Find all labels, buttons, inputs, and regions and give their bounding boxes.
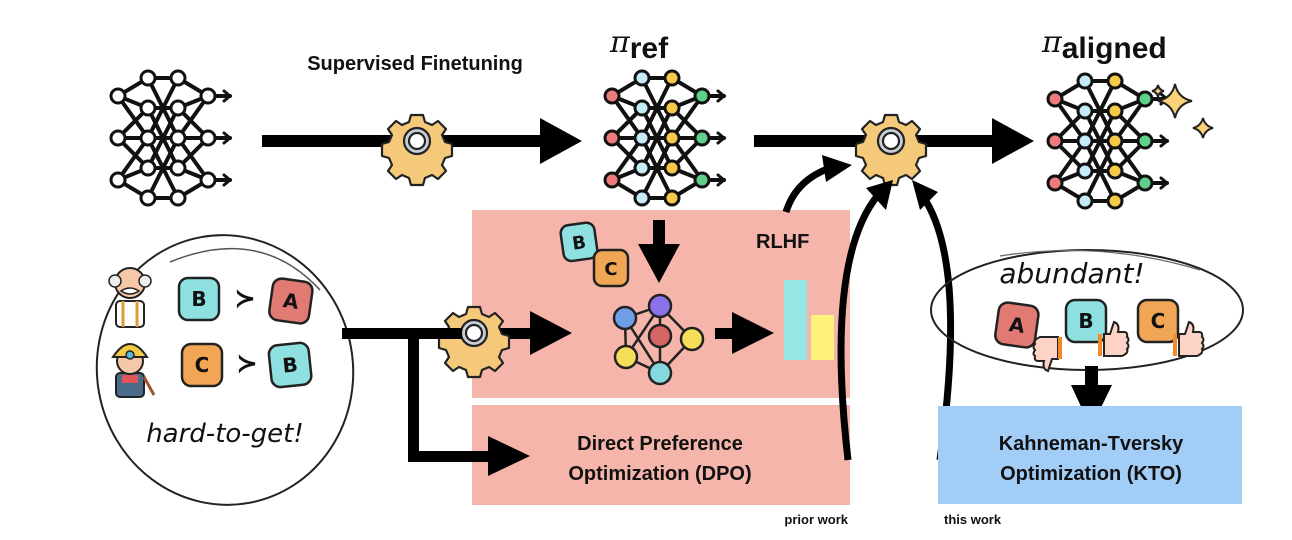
dpo-label-line1: Direct Preference bbox=[577, 433, 743, 455]
aligned-model-network-icon bbox=[1046, 72, 1169, 210]
base-model-network-icon bbox=[109, 69, 232, 207]
feedback-item-b: B bbox=[1064, 298, 1130, 357]
this-work-label: this work bbox=[944, 512, 1002, 527]
preference-data-connector bbox=[342, 328, 530, 476]
sft-label: Supervised Finetuning bbox=[307, 53, 523, 75]
preference-gear-icon bbox=[437, 305, 511, 379]
sft-gear-icon bbox=[380, 113, 454, 187]
tile-label: C bbox=[195, 353, 210, 377]
preference-operator: ≻ bbox=[234, 284, 256, 314]
pi-symbol: π bbox=[609, 25, 631, 60]
preference-row-2: C ≻ B bbox=[180, 341, 313, 389]
feedback-item-a: A bbox=[994, 301, 1062, 373]
miner-annotator-icon bbox=[111, 343, 156, 398]
tile-label: B bbox=[191, 287, 206, 311]
ref-down-arrow bbox=[638, 220, 680, 283]
reference-model-network-icon bbox=[603, 69, 726, 207]
abundant-label: abundant! bbox=[999, 257, 1144, 290]
alignment-gear-icon bbox=[854, 113, 928, 187]
sparkles-icon bbox=[1151, 83, 1214, 139]
old-man-annotator-icon bbox=[108, 267, 152, 328]
rlhf-pair-tiles: B C bbox=[559, 221, 630, 288]
thumbs-down-icon bbox=[1032, 336, 1062, 373]
prior-work-label: prior work bbox=[784, 512, 848, 527]
preference-row-1: B ≻ A bbox=[177, 276, 314, 325]
preference-operator: ≻ bbox=[236, 349, 258, 379]
pi-aligned-label: πaligned bbox=[1041, 25, 1167, 65]
rlhf-to-gear-arrow bbox=[782, 155, 852, 214]
tile-label: A bbox=[282, 288, 301, 314]
gear-to-reward-arrow bbox=[500, 311, 572, 355]
ref-subscript: ref bbox=[630, 32, 669, 65]
hard-to-get-ellipse bbox=[95, 234, 355, 506]
kto-label-line2: Optimization (KTO) bbox=[1000, 463, 1182, 485]
reward-bar-low bbox=[811, 315, 834, 360]
tile-label: C bbox=[604, 259, 617, 280]
pi-ref-label: πref bbox=[609, 25, 669, 65]
kto-label-line1: Kahneman-Tversky bbox=[999, 433, 1184, 455]
reward-model-icon bbox=[612, 293, 705, 386]
tile-label: B bbox=[1078, 309, 1093, 333]
hard-to-get-label: hard-to-get! bbox=[146, 419, 304, 449]
tile-label: C bbox=[1151, 309, 1166, 333]
reward-to-bars-arrow bbox=[715, 312, 774, 354]
reward-bar-high bbox=[784, 280, 807, 360]
rlhf-label: RLHF bbox=[756, 231, 809, 253]
thumbs-up-icon bbox=[1173, 320, 1205, 357]
dpo-box bbox=[472, 405, 850, 505]
feedback-item-c: C bbox=[1136, 298, 1205, 357]
tile-label: B bbox=[571, 232, 588, 255]
dpo-to-gear-arrow bbox=[837, 180, 893, 461]
tile-label: B bbox=[281, 352, 299, 377]
dpo-label-line2: Optimization (DPO) bbox=[568, 463, 751, 485]
aligned-subscript: aligned bbox=[1062, 32, 1167, 65]
pi-symbol: π bbox=[1041, 25, 1063, 60]
thumbs-up-icon bbox=[1098, 320, 1130, 357]
tile-label: A bbox=[1008, 312, 1027, 338]
kto-box bbox=[938, 406, 1242, 504]
